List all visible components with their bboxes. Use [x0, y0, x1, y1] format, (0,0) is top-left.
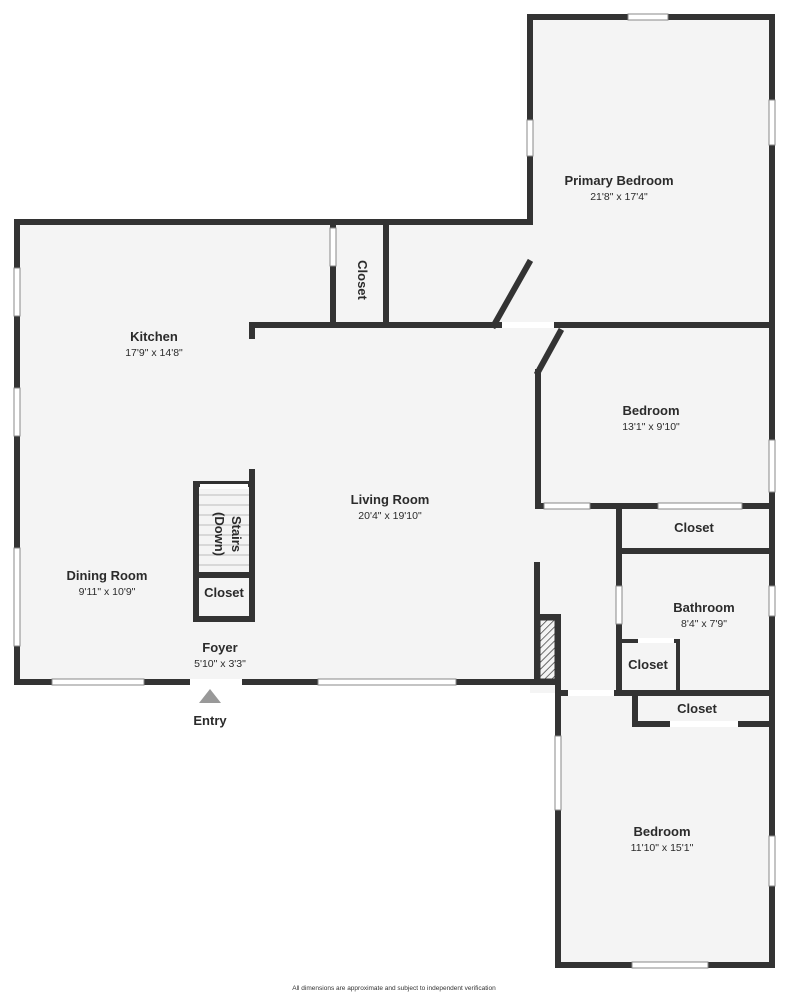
window: [317, 678, 457, 686]
window: [768, 585, 776, 617]
window: [13, 267, 21, 317]
room-bathroom-dims: 8'4" x 7'9": [681, 618, 727, 630]
door-opening: [502, 322, 554, 328]
floor-main-area: [17, 222, 530, 682]
room-dining-room-name: Dining Room: [67, 568, 148, 583]
room-primary-bedroom-dims: 21'8" x 17'4": [590, 191, 648, 203]
room-bedroom-bottom-name: Bedroom: [633, 824, 690, 839]
entry-arrow-icon: [199, 689, 221, 703]
room-kitchen-dims: 17'9" x 14'8": [125, 347, 183, 359]
floor-bottom-bedroom: [558, 693, 772, 965]
window: [13, 387, 21, 437]
entry-label: Entry: [193, 713, 227, 728]
room-closet-stairs-name: Closet: [204, 585, 244, 600]
room-bedroom-right-name: Bedroom: [622, 403, 679, 418]
window: [768, 99, 776, 146]
room-closet-top-name: Closet: [355, 260, 370, 300]
window: [631, 961, 709, 969]
room-bedroom-right-dims: 13'1" x 9'10": [622, 421, 680, 433]
floor-primary-bedroom: [530, 17, 772, 325]
room-closet-right-name: Closet: [674, 520, 714, 535]
room-stairs-sub: (Down): [212, 512, 227, 556]
window: [543, 502, 591, 510]
room-closet-lower-name: Closet: [677, 701, 717, 716]
door-opening: [190, 679, 242, 685]
floor-fills: [17, 17, 772, 965]
room-bedroom-bottom-dims: 11'10" x 15'1": [631, 842, 694, 854]
room-primary-bedroom-name: Primary Bedroom: [564, 173, 673, 188]
window: [768, 835, 776, 887]
chimney: [539, 619, 556, 680]
window: [526, 119, 534, 157]
window: [615, 585, 623, 625]
room-kitchen-name: Kitchen: [130, 329, 178, 344]
room-foyer-dims: 5'10" x 3'3": [194, 658, 246, 670]
room-living-room-dims: 20'4" x 19'10": [358, 510, 422, 522]
window: [51, 678, 145, 686]
wall-bedroom-diagonal: [533, 327, 565, 377]
windows: [13, 13, 776, 969]
room-closet-bath-name: Closet: [628, 657, 668, 672]
disclaimer-text: All dimensions are approximate and subje…: [292, 985, 496, 992]
door-opening: [638, 638, 674, 643]
window: [657, 502, 743, 510]
room-bathroom-name: Bathroom: [673, 600, 734, 615]
window: [554, 735, 562, 811]
window: [768, 439, 776, 493]
window: [13, 547, 21, 647]
room-foyer-name: Foyer: [202, 640, 237, 655]
window: [627, 13, 669, 21]
door-opening: [670, 721, 738, 727]
door-opening: [568, 690, 614, 696]
room-labels: Primary Bedroom 21'8" x 17'4" Closet Kit…: [67, 173, 735, 854]
room-stairs-name: Stairs: [229, 516, 244, 552]
wall-primary-diagonal: [489, 258, 534, 330]
doors: [190, 322, 738, 727]
stair-treads: [199, 484, 249, 566]
stair-window: [200, 484, 248, 489]
window: [329, 227, 337, 267]
room-dining-room-dims: 9'11" x 10'9": [79, 586, 136, 598]
room-living-room-name: Living Room: [351, 492, 430, 507]
